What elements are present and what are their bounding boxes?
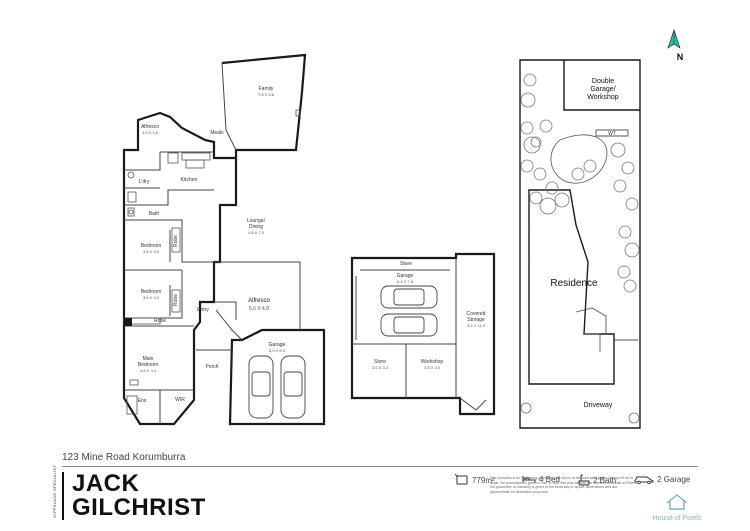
room-robe-2: Robe [173, 294, 179, 306]
room-robe-1: Robe [173, 235, 179, 247]
room-entry: Entry [197, 307, 209, 313]
footer-divider [62, 466, 698, 467]
site-wt: WT [608, 131, 616, 137]
site-residence: Residence [550, 278, 598, 289]
car-icon [634, 476, 654, 484]
bed-icon [522, 476, 536, 483]
north-arrow-icon [667, 29, 681, 49]
room-store-top: Store [400, 261, 412, 267]
stat-garage: 2 Garage [634, 474, 690, 484]
site-boundary [519, 59, 641, 429]
house-of-pixels-logo: House of Pixels [650, 494, 704, 522]
room-wir: WIR [175, 397, 185, 403]
house-outline [122, 53, 307, 426]
room-laundry: L'dry [138, 179, 150, 185]
property-address: 123 Mine Road Korumburra [62, 452, 186, 463]
brand-line-1: JACK [72, 470, 140, 497]
bath-icon [578, 474, 590, 486]
room-bath: Bath [148, 211, 160, 217]
room-ensuite: Ens [137, 398, 147, 404]
room-robe-3: Robe [154, 318, 166, 324]
north-label: N [676, 52, 684, 62]
house-logo-icon [666, 494, 688, 510]
stat-bed: 4 Bed [522, 474, 560, 484]
logo-text: House of Pixels [652, 515, 702, 522]
room-kitchen: Kitchen [180, 177, 198, 183]
disclaimer-text: This floorplan is for marketing purposes… [490, 476, 637, 494]
room-meals: Meals [210, 130, 224, 136]
room-porch: Porch [205, 364, 219, 370]
brand-bar [62, 472, 64, 520]
brand-line-2: GILCHRIST [72, 494, 206, 521]
site-double-garage: Double Garage/ Workshop [587, 78, 619, 101]
stat-bath: 2 Bath [578, 474, 616, 486]
outbuilding-outline [350, 252, 496, 416]
area-icon [455, 474, 468, 485]
agency-brand: JACK GILCHRIST [72, 472, 206, 520]
stat-area: 779m² [455, 474, 495, 486]
site-driveway: Driveway [583, 402, 613, 409]
brand-tagline: GIPPSLAND SPECIALIST [52, 464, 57, 518]
